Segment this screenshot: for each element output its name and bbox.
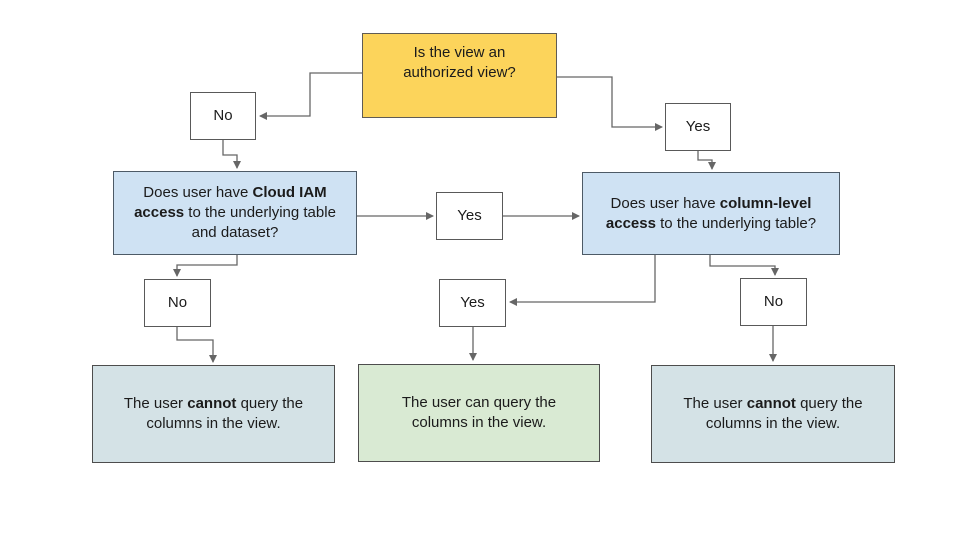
edge-no-bottom-to-result-left <box>176 327 217 363</box>
node-result-can-query: The user can query the columns in the vi… <box>358 364 600 462</box>
node-label: Does user have column-level access to th… <box>605 194 817 232</box>
node-label: No <box>167 294 188 312</box>
node-result-cannot-query-left: The user cannot query the columns in the… <box>92 365 335 463</box>
node-column-level-question: Does user have column-level access to th… <box>582 172 840 255</box>
node-no-bottom-right: No <box>740 278 807 326</box>
edge-yes-to-column-question <box>697 151 716 170</box>
node-result-cannot-query-right: The user cannot query the columns in the… <box>651 365 895 463</box>
node-label: Yes <box>460 294 485 312</box>
edge-root-to-no <box>259 72 362 120</box>
edge-root-to-yes <box>557 76 663 131</box>
node-label: The user cannot query the columns in the… <box>683 395 863 432</box>
edge-iam-to-no-bottom <box>173 255 238 277</box>
node-no-top-left: No <box>190 92 256 140</box>
node-no-bottom-left: No <box>144 279 211 327</box>
node-cloud-iam-question: Does user have Cloud IAM access to the u… <box>113 171 357 255</box>
node-label: The user can query the columns in the vi… <box>401 394 557 431</box>
node-label: Yes <box>685 118 711 136</box>
node-authorized-view-question: Is the view an authorized view? <box>362 33 557 118</box>
edge-no-to-iam-question <box>222 140 241 169</box>
node-label: Is the view an authorized view? <box>403 44 516 81</box>
node-label: Yes <box>457 207 482 225</box>
node-yes-top-right: Yes <box>665 103 731 151</box>
node-yes-middle: Yes <box>436 192 503 240</box>
edge-column-to-no-bottom-right <box>709 255 779 276</box>
node-label: No <box>213 107 233 125</box>
node-yes-bottom-middle: Yes <box>439 279 506 327</box>
node-label: Does user have Cloud IAM access to the u… <box>134 184 336 241</box>
node-label: No <box>763 293 784 311</box>
edge-column-to-yes-bottom <box>509 255 656 306</box>
node-label: The user cannot query the columns in the… <box>123 395 304 432</box>
